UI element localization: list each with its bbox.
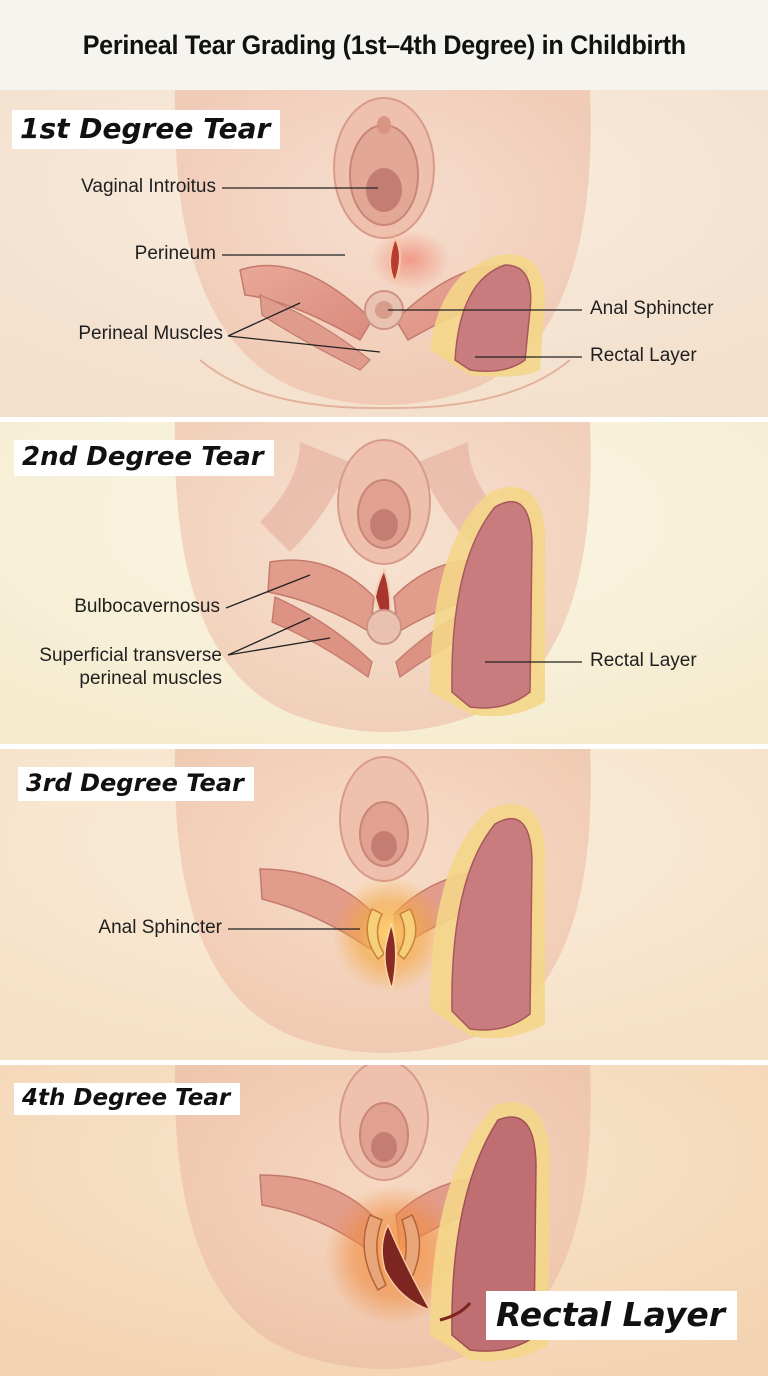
- left-thigh-muscle: [260, 442, 350, 552]
- anal-opening: [375, 301, 393, 319]
- sphincter-right-half: [397, 908, 417, 961]
- rectum: [451, 501, 533, 709]
- fourth-degree-tear: [381, 1223, 432, 1312]
- label-perineal-muscles: Perineal Muscles: [78, 323, 223, 344]
- vaginal-opening: [370, 509, 398, 541]
- vaginal-opening: [371, 831, 397, 861]
- title-bar: Perineal Tear Grading (1st–4th Degree) i…: [0, 0, 768, 90]
- sphincter-left-half: [366, 907, 385, 961]
- fourth-degree-heading: 4th Degree Tear: [14, 1083, 241, 1115]
- label-anal-sphincter-3: Anal Sphincter: [98, 917, 222, 938]
- first-degree-heading: 1st Degree Tear: [12, 110, 281, 149]
- label-vaginal-introitus: Vaginal Introitus: [81, 176, 216, 197]
- first-degree-tear: [389, 235, 401, 285]
- sphincter-left-half: [363, 1214, 387, 1292]
- rectum: [454, 264, 532, 372]
- label-anal-sphincter: Anal Sphincter: [590, 298, 714, 319]
- label-superficial-line2: perineal muscles: [79, 668, 222, 689]
- third-degree-tear: [384, 921, 397, 992]
- label-rectal-layer-4: Rectal Layer: [486, 1291, 738, 1340]
- vaginal-opening: [366, 168, 402, 212]
- vaginal-opening: [371, 1132, 397, 1162]
- label-perineum: Perineum: [134, 243, 216, 264]
- anal-sphincter-ring: [366, 609, 402, 645]
- fourth-degree-illustration: [0, 1065, 768, 1376]
- page-title: Perineal Tear Grading (1st–4th Degree) i…: [82, 29, 686, 60]
- panel-first-degree: 1st Degree Tear Vaginal Introitus Perine…: [0, 90, 768, 417]
- rectal-tear-extension: [439, 1302, 472, 1322]
- divider-2: [0, 744, 768, 749]
- panel-second-degree: 2nd Degree Tear Bulbocavernosus Superfic…: [0, 422, 768, 744]
- label-bulbocavernosus: Bulbocavernosus: [74, 596, 220, 617]
- label-rectal-layer-2: Rectal Layer: [590, 650, 697, 671]
- rectum: [451, 818, 533, 1031]
- second-degree-heading: 2nd Degree Tear: [14, 440, 274, 476]
- third-degree-heading: 3rd Degree Tear: [18, 767, 254, 801]
- label-superficial-line1: Superficial transverse: [39, 645, 222, 666]
- panel-third-degree: 3rd Degree Tear Anal Sphincter: [0, 749, 768, 1060]
- gluteal-contour: [199, 359, 571, 410]
- tear-redness: [370, 230, 450, 290]
- divider-3: [0, 1060, 768, 1065]
- panel-fourth-degree: 4th Degree Tear Rectal Layer: [0, 1065, 768, 1376]
- divider-1: [0, 417, 768, 422]
- label-rectal-layer: Rectal Layer: [590, 345, 697, 366]
- clitoris: [377, 116, 391, 134]
